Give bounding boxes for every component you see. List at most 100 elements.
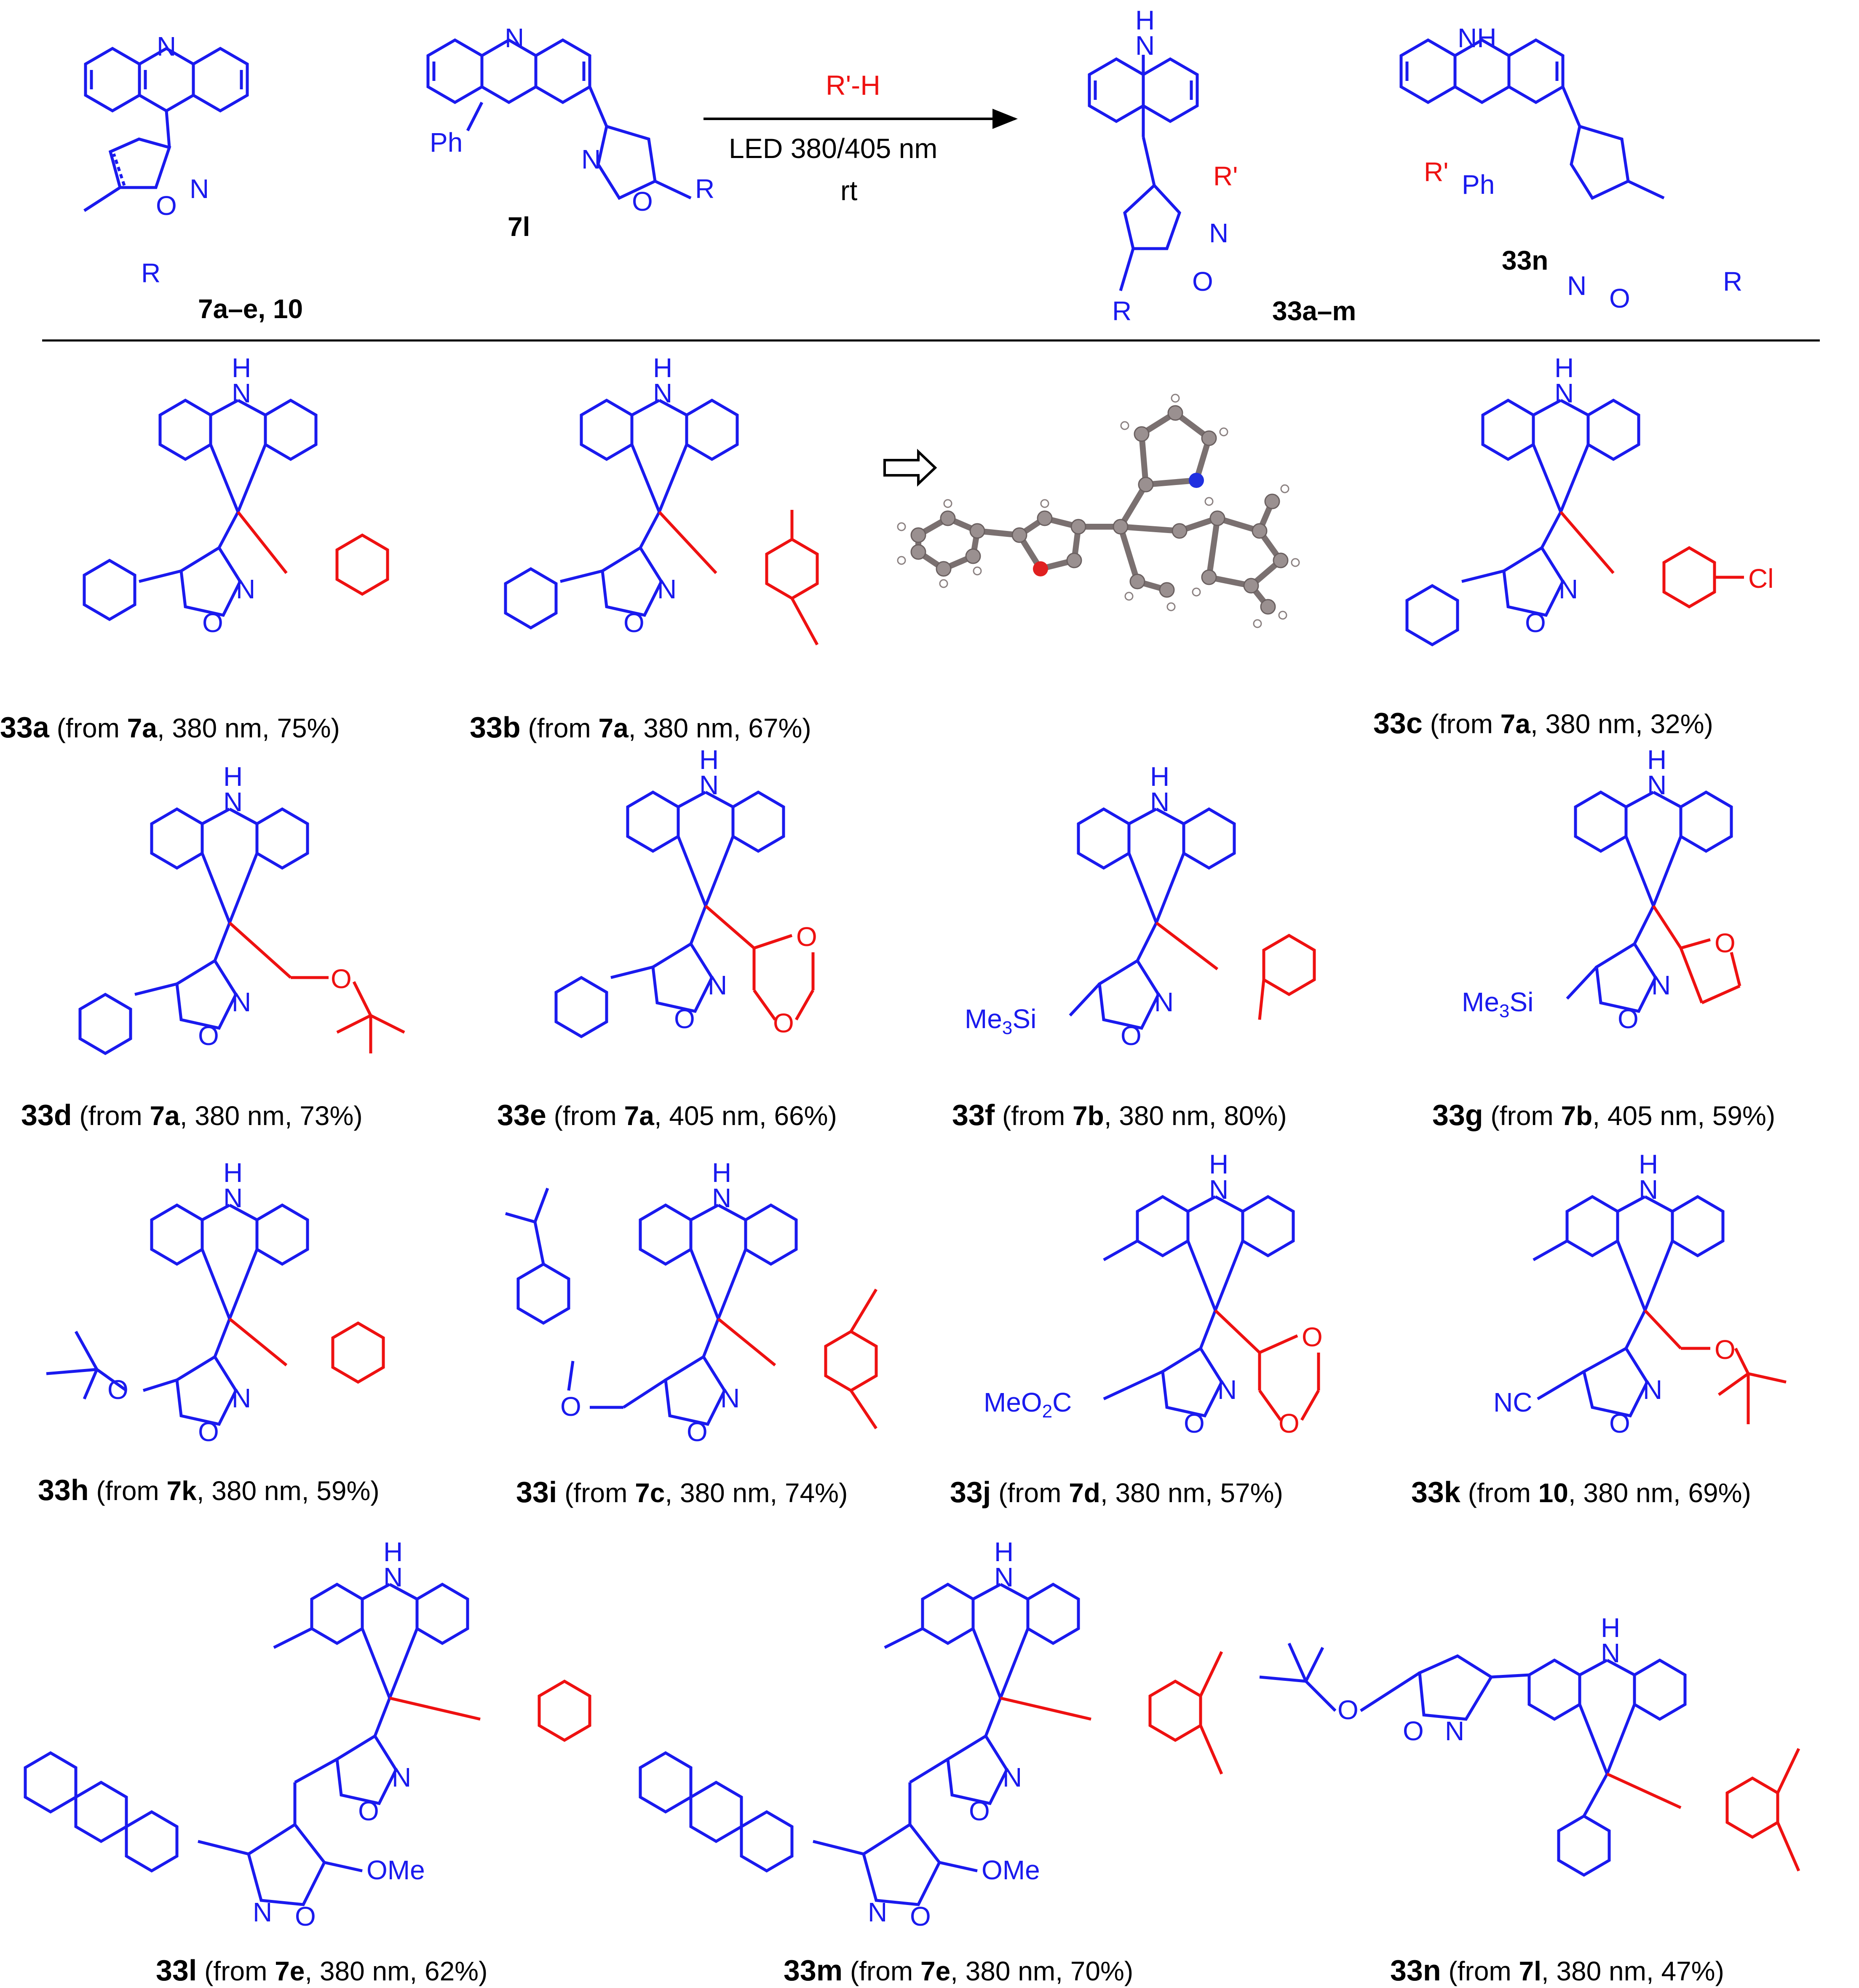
crystal-structure-icon xyxy=(897,394,1300,628)
isoxazole-o-atom: O xyxy=(1609,283,1630,313)
r-prime-group: R' xyxy=(1213,161,1238,191)
starting-material-7l xyxy=(426,38,692,200)
r-group: R xyxy=(1112,296,1131,326)
isoxazole-o-atom: O xyxy=(156,190,177,221)
trimethylsilyl-label: Me3Si xyxy=(965,1004,1036,1038)
structure-33a xyxy=(83,398,389,622)
caption-33m: 33m (from 7e, 380 nm, 70%) xyxy=(784,1954,1133,1987)
nh-n-atom: N xyxy=(223,1183,243,1213)
nh-n-atom: N xyxy=(1639,1174,1658,1205)
nh-h-atom: H xyxy=(1601,1613,1620,1643)
structure-33h xyxy=(46,1203,385,1426)
isoxazole-n-atom: N xyxy=(236,574,255,604)
nh-h-atom: H xyxy=(1135,5,1155,35)
isoxazole-o-atom: O xyxy=(910,1901,931,1932)
isoxazole-n-atom: N xyxy=(190,174,209,204)
dioxane-o-atom: O xyxy=(796,922,817,952)
structure-33l xyxy=(24,1582,591,1906)
caption-33e: 33e (from 7a, 405 nm, 66%) xyxy=(497,1098,837,1131)
isoxazole-o-atom: O xyxy=(202,608,223,638)
isoxazole-n-atom: N xyxy=(1003,1762,1022,1792)
starting-material-acridine xyxy=(83,46,249,212)
nh-n-atom: N xyxy=(1209,1174,1228,1205)
product-33a-m xyxy=(1088,55,1199,292)
isoxazole-n-atom: N xyxy=(581,144,601,174)
isoxazole-n-atom: N xyxy=(1445,1716,1464,1746)
temperature-label: rt xyxy=(840,175,857,206)
caption-33d: 33d (from 7a, 380 nm, 73%) xyxy=(21,1098,363,1131)
nh-n-atom: N xyxy=(1601,1638,1620,1668)
r-group: R xyxy=(695,174,714,204)
isoxazole-o-atom: O xyxy=(358,1796,379,1826)
methyl-ester-label: MeO2C xyxy=(984,1387,1072,1422)
nh-h-atom: H xyxy=(223,761,243,792)
structure-33m xyxy=(639,1582,1223,1906)
ether-o-atom: O xyxy=(560,1391,581,1422)
caption-33l: 33l (from 7e, 380 nm, 62%) xyxy=(156,1954,487,1987)
dioxane-o-atom: O xyxy=(1302,1322,1323,1352)
chlorine-atom: Cl xyxy=(1748,563,1773,594)
isoxazole-o-atom: O xyxy=(623,608,645,638)
isoxazole-o-atom: O xyxy=(1618,1004,1639,1034)
phenyl-label: Ph xyxy=(1462,169,1495,200)
isoxazole-o-atom: O xyxy=(674,1004,695,1034)
tert-butoxy-o-atom: O xyxy=(1337,1695,1359,1725)
structure-33f xyxy=(1069,807,1316,1030)
nh-n-atom: N xyxy=(1647,770,1666,800)
isoxazole-o-atom: O xyxy=(969,1796,990,1826)
conditions-label: LED 380/405 nm xyxy=(729,133,937,164)
product2-label: 33n xyxy=(1502,245,1548,276)
isoxazole-n-atom: N xyxy=(392,1762,411,1792)
caption-33c: 33c (from 7a, 380 nm, 32%) xyxy=(1373,707,1713,739)
crystal-arrow xyxy=(883,449,937,487)
isoxazole-n-atom: N xyxy=(1559,574,1578,604)
methoxy-label: OMe xyxy=(982,1855,1040,1885)
isoxazole-n-atom: N xyxy=(720,1383,740,1413)
isoxazole-o-atom: O xyxy=(1403,1716,1424,1746)
nh-n-atom: N xyxy=(1150,787,1169,817)
isoxazole-n-atom: N xyxy=(1217,1374,1237,1405)
nh-n-atom: N xyxy=(712,1183,731,1213)
isoxazole-o-atom: O xyxy=(632,186,653,217)
ether-o-atom: O xyxy=(331,964,352,994)
nh-h-atom: H xyxy=(699,745,719,775)
tert-butoxy-o-atom: O xyxy=(107,1374,128,1405)
ether-o-atom: O xyxy=(1715,1334,1736,1365)
nh-n-atom: N xyxy=(223,787,243,817)
nh-h-atom: H xyxy=(383,1537,403,1567)
product1-label: 33a–m xyxy=(1272,296,1356,326)
caption-33n: 33n (from 7l, 380 nm, 47%) xyxy=(1390,1954,1724,1987)
nh-n-atom: N xyxy=(653,378,672,408)
nh-n-atom: N xyxy=(383,1562,403,1592)
nh-h-atom: H xyxy=(653,353,672,383)
isoxazole-n-atom: N xyxy=(253,1897,272,1927)
isoxazole-n-atom: N xyxy=(232,1383,251,1413)
r-group: R xyxy=(1723,266,1742,297)
nh-h-atom: H xyxy=(1647,745,1666,775)
structure-33j xyxy=(1103,1195,1320,1421)
r-prime-group: R' xyxy=(1424,157,1448,187)
trimethylsilyl-label: Me3Si xyxy=(1462,987,1533,1021)
isoxazole-o-atom: O xyxy=(1609,1408,1630,1439)
acridine-n-atom: N xyxy=(157,31,176,62)
isoxazole-n-atom: N xyxy=(868,1897,887,1927)
caption-33b: 33b (from 7a, 380 nm, 67%) xyxy=(470,711,811,744)
structure-33k xyxy=(1533,1195,1787,1424)
product-33n xyxy=(1399,38,1665,200)
structure-33d xyxy=(78,807,405,1056)
phenyl-label: Ph xyxy=(430,127,463,158)
acridine-n-atom: N xyxy=(505,23,524,53)
caption-33k: 33k (from 10, 380 nm, 69%) xyxy=(1411,1476,1751,1508)
nh-h-atom: H xyxy=(232,353,251,383)
structure-33n xyxy=(1259,1642,1800,1877)
nh-h-atom: H xyxy=(712,1157,731,1188)
isoxazole-n-atom: N xyxy=(657,574,677,604)
isoxazole-o-atom: O xyxy=(687,1417,708,1447)
structure-33c xyxy=(1405,398,1744,647)
nh-n-atom: N xyxy=(232,378,251,408)
caption-33f: 33f (from 7b, 380 nm, 80%) xyxy=(952,1098,1287,1131)
nh-h-atom: H xyxy=(1639,1149,1658,1179)
nitrile-label: NC xyxy=(1493,1387,1532,1417)
isoxazole-n-atom: N xyxy=(708,970,727,1000)
nh-n-atom: N xyxy=(699,770,719,800)
